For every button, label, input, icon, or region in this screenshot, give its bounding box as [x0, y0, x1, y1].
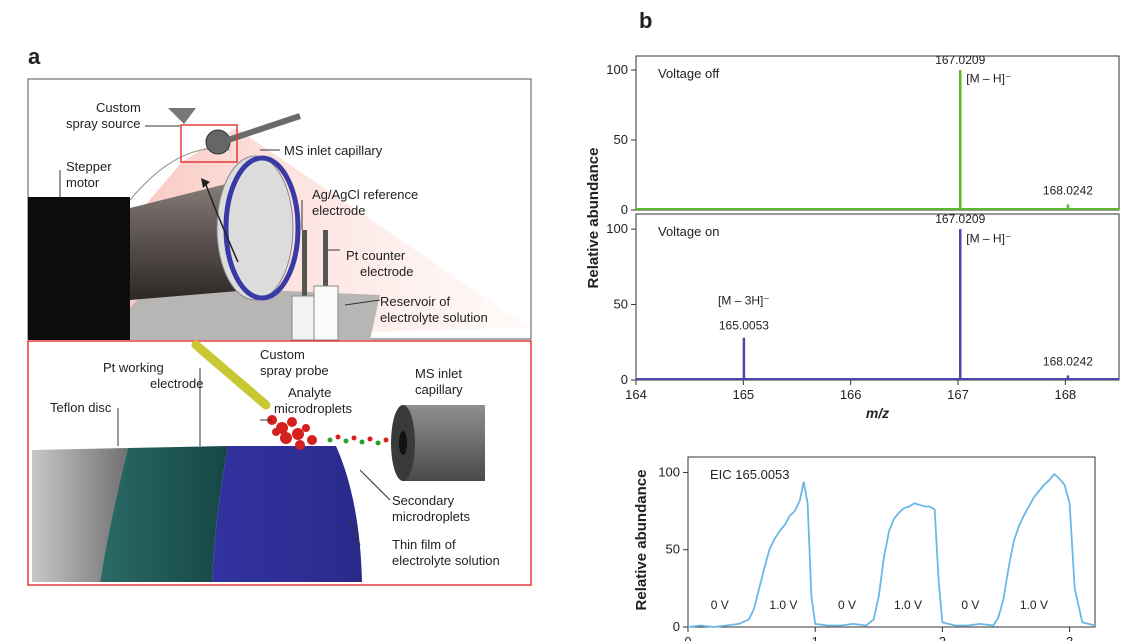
eic-165-xtick-label: 0 — [684, 634, 691, 641]
label-ms-inlet-capillary-bottom-2: capillary — [415, 382, 463, 397]
label-custom-spray-probe-2: spray probe — [260, 363, 329, 378]
eic-165-xtick-label: 3 — [1066, 634, 1073, 641]
bottom-frame — [27, 340, 532, 586]
label-custom-spray-source-1: Custom — [96, 100, 141, 115]
spectrum-voltage-on-xlabel: m/z — [866, 405, 889, 421]
reference-electrode-rod — [302, 230, 307, 300]
disc-blue-rim — [223, 155, 301, 301]
label-custom-spray-source-2: spray source — [66, 116, 141, 131]
label-ref-electrode-2: electrode — [312, 203, 366, 218]
rotation-arrowhead — [201, 178, 210, 188]
label-secondary-microdroplets-2: microdroplets — [392, 509, 471, 524]
eic-165-xtick-label: 2 — [939, 634, 946, 641]
spectrum-voltage-off-peak-label: 168.0242 — [1043, 183, 1093, 197]
spectrum-voltage-off-peak-annotation: [M – H]⁻ — [966, 72, 1011, 86]
spectrum-voltage-on-ytick-label: 0 — [621, 372, 628, 387]
eic-165-xtick-label: 1 — [812, 634, 819, 641]
spectrum-voltage-on-ytick-label: 50 — [614, 297, 628, 312]
eic-165-region-label: 1.0 V — [894, 598, 922, 612]
rotation-arrow — [204, 181, 239, 263]
spectrum-voltage-on-xtick-label: 167 — [947, 387, 969, 402]
counter-electrode-rod — [323, 230, 328, 300]
spectrum-voltage-on-annotation: Voltage on — [658, 224, 719, 239]
spectrum-voltage-on-peak-annotation: [M – 3H]⁻ — [718, 294, 770, 308]
spectrum-voltage-off-peak-label: 167.0209 — [935, 53, 985, 67]
label-secondary-microdroplets-1: Secondary — [392, 493, 455, 508]
eic-165-region-label: 1.0 V — [1020, 598, 1048, 612]
label-ms-inlet-capillary-bottom-1: MS inlet — [415, 366, 462, 381]
spectrum-voltage-on-peak-annotation: [M – H]⁻ — [966, 232, 1011, 246]
label-analyte-microdroplets-2: microdroplets — [274, 401, 353, 416]
label-reservoir-2: electrolyte solution — [380, 310, 488, 325]
label-pt-working-2: electrode — [150, 376, 204, 391]
ms-inlet-capillary-bottom-hole — [399, 431, 407, 455]
label-ms-inlet-capillary-top: MS inlet capillary — [284, 143, 383, 158]
spectrum-voltage-on-xtick-label: 168 — [1054, 387, 1076, 402]
zoom-box — [180, 124, 238, 163]
eic-165-ytick-label: 100 — [658, 464, 680, 479]
instrument-illustration — [27, 78, 532, 586]
ylabel-spectra: Relative abundance — [585, 148, 602, 289]
teflon-disc-slab — [32, 448, 128, 582]
eic-165-region-label: 1.0 V — [769, 598, 797, 612]
eic-165-trace — [687, 472, 1096, 628]
label-pt-counter-2: electrode — [360, 264, 414, 279]
rotating-disc — [216, 155, 294, 301]
label-teflon-disc: Teflon disc — [50, 400, 112, 415]
eic-165-ytick-label: 50 — [666, 542, 680, 557]
label-pt-working-1: Pt working — [103, 360, 164, 375]
ylabel-eic: Relative abundance — [633, 470, 650, 611]
eic-165-frame — [687, 456, 1096, 628]
spectrum-voltage-on-peak-label: 168.0242 — [1043, 354, 1093, 368]
label-thin-film-2: electrolyte solution — [392, 553, 500, 568]
panel-a-letter: a — [28, 44, 41, 69]
eic-165-region-label: 0 V — [838, 598, 856, 612]
eic-165-region-label: 0 V — [961, 598, 979, 612]
spray-source-funnel — [168, 108, 196, 124]
eic-165-region-label: 0 V — [711, 598, 729, 612]
reservoir-tube-2 — [313, 285, 339, 341]
pt-working-electrode — [212, 446, 362, 582]
panel-b-letter: b — [639, 8, 653, 33]
spectrum-voltage-off-ytick-label: 50 — [614, 132, 628, 147]
spray-probe — [191, 340, 271, 410]
label-reservoir-1: Reservoir of — [380, 294, 451, 309]
spectrum-voltage-off-ytick-label: 0 — [621, 202, 628, 217]
stepper-motor-block — [28, 197, 130, 340]
spectrum-voltage-on-xtick-label: 165 — [732, 387, 754, 402]
spectrum-voltage-on-ytick-label: 100 — [606, 221, 628, 236]
eic-165-ytick-label: 0 — [673, 619, 680, 634]
label-thin-film-1: Thin film of — [392, 537, 456, 552]
leader-lines — [59, 125, 391, 546]
label-pt-counter-1: Pt counter — [346, 248, 406, 263]
label-analyte-microdroplets-1: Analyte — [288, 385, 332, 400]
label-stepper-motor-1: Stepper — [66, 159, 112, 174]
ms-inlet-capillary-bottom — [403, 405, 485, 481]
teflon-disc-teal — [100, 446, 228, 582]
spectrum-voltage-on-peak-label: 167.0209 — [935, 212, 985, 226]
spectrum-voltage-on-xtick-label: 166 — [840, 387, 862, 402]
spectrum-voltage-off-ytick-label: 100 — [606, 62, 628, 77]
label-ref-electrode-1: Ag/AgCl reference — [312, 187, 419, 202]
spectrum-voltage-off-annotation: Voltage off — [658, 66, 720, 81]
label-stepper-motor-2: motor — [66, 175, 100, 190]
label-custom-spray-probe-1: Custom — [260, 347, 305, 362]
spectrum-voltage-on-xtick-label: 164 — [625, 387, 647, 402]
eic-165-annotation: EIC 165.0053 — [710, 467, 790, 482]
ms-inlet-capillary-top-tube — [227, 113, 301, 143]
spectrum-voltage-on-peak-label: 165.0053 — [719, 319, 769, 333]
